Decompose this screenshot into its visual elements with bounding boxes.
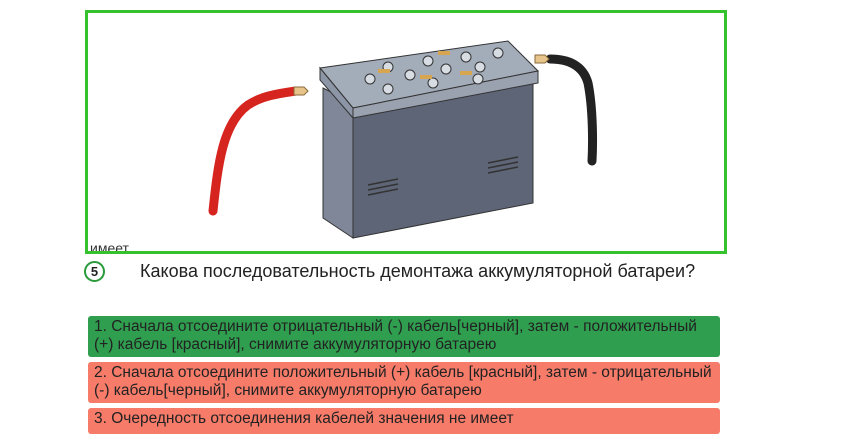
- question-text: Какова последовательность демонтажа акку…: [140, 261, 696, 281]
- answer-option-1[interactable]: 1. Сначала отсоедините отрицательный (-)…: [88, 316, 720, 357]
- image-caption-clipped: имеет: [90, 240, 129, 254]
- question-number-badge: 5: [84, 261, 105, 282]
- answer-option-2[interactable]: 2. Сначала отсоедините положительный (+)…: [88, 362, 720, 403]
- battery-illustration: [208, 40, 598, 239]
- battery-image-frame: имеет: [85, 10, 727, 254]
- answer-option-3[interactable]: 3. Очередность отсоединения кабелей знач…: [88, 408, 720, 434]
